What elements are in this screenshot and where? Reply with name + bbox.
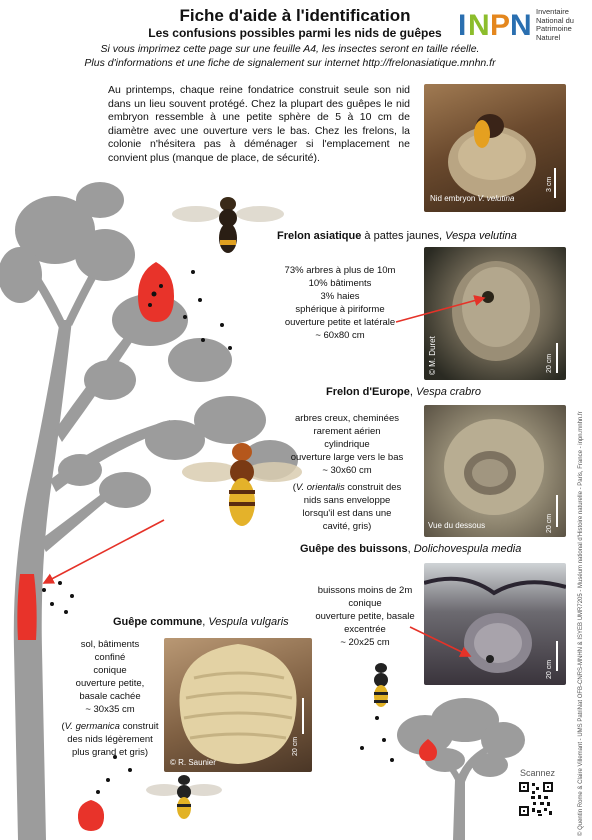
species-title-asian-hornet: Frelon asiatique à pattes jaunes, Vespa …: [277, 230, 517, 242]
asian-hornet-nest-photo: © M. Duret 20 cm: [424, 247, 566, 380]
species-title-european-hornet: Frelon d'Europe, Vespa crabro: [326, 386, 482, 398]
asian-hornet-scale-bar: [556, 343, 558, 373]
embryo-scale-bar: [554, 168, 556, 198]
inpn-logo-mark: I N P N: [458, 9, 532, 42]
page-title: Fiche d'aide à l'identification: [179, 6, 411, 25]
european-hornet-extra-note: (V. orientalis construit des nids sans e…: [292, 482, 402, 532]
common-wasp-nest-drawing: [179, 644, 297, 764]
species-description-european-hornet: arbres creux, cheminées rarement aérien …: [290, 413, 404, 532]
inpn-logo: I N P N Inventaire National du Patrimoin…: [458, 6, 586, 42]
european-hornet-nest-drawing: [444, 419, 544, 515]
inpn-logo-text: Inventaire National du Patrimoine Nature…: [536, 7, 574, 42]
common-wasp-extra-note: (V. germanica construit des nids légèrem…: [61, 721, 159, 758]
european-hornet-photo-caption: Vue du dessous: [428, 521, 486, 530]
european-hornet-scale-label: 20 cm: [546, 513, 553, 533]
page-subtitle: Les confusions possibles parmi les nids …: [148, 26, 442, 40]
embryo-nest-photo: 3 cm Nid embryon V. velutina: [424, 84, 566, 212]
common-wasp-scale-bar: [302, 698, 304, 734]
side-credit: © Quentin Rome & Claire Villemant - UMS …: [578, 411, 584, 836]
embryo-scale-label: 3 cm: [546, 176, 553, 192]
asian-hornet-nest-marker: [138, 262, 174, 322]
intro-paragraph: Au printemps, chaque reine fondatrice co…: [108, 84, 410, 164]
embryo-photo-caption: Nid embryon V. velutina: [430, 194, 515, 203]
svg-text:N: N: [468, 9, 490, 42]
bush-wasp-scale-bar: [556, 641, 558, 671]
species-description-asian-hornet: 73% arbres à plus de 10m 10% bâtiments 3…: [284, 265, 396, 341]
common-wasp-nest-marker: [77, 800, 105, 831]
bush-wasp-illustration: [374, 663, 388, 707]
asian-hornet-nest-drawing: [452, 261, 540, 361]
asian-hornet-scale-label: 20 cm: [546, 353, 553, 373]
european-hornet-nest-marker: [17, 574, 37, 640]
common-wasp-illustration: [146, 775, 222, 819]
print-note-line-2: Plus d'informations et une fiche de sign…: [84, 57, 496, 69]
scan-label: Scannez: [520, 768, 556, 778]
species-description-common-wasp: sol, bâtiments confiné conique ouverture…: [61, 639, 159, 758]
european-hornet-scale-bar: [556, 495, 558, 527]
european-hornet-nest-photo: Vue du dessous 20 cm: [424, 405, 566, 537]
svg-text:I: I: [458, 9, 466, 42]
svg-text:P: P: [490, 9, 510, 42]
bush-wasp-scale-label: 20 cm: [546, 659, 553, 679]
bush-wasp-nest-marker: [419, 739, 437, 761]
common-wasp-scale-label: 20 cm: [292, 736, 299, 756]
embryo-nest-drawing: [448, 114, 536, 198]
species-title-common-wasp: Guêpe commune, Vespula vulgaris: [113, 616, 289, 628]
tree-illustration-credit: © M. Delètre: [13, 465, 20, 505]
asian-hornet-illustration: [172, 197, 284, 253]
svg-text:N: N: [510, 9, 532, 42]
print-note-line-1: Si vous imprimez cette page sur une feui…: [100, 43, 480, 55]
common-wasp-nest-photo: © R. Saunier 20 cm: [164, 638, 312, 772]
european-hornet-illustration: [182, 443, 302, 526]
bush-wasp-nest-drawing: [424, 576, 566, 673]
bush-silhouette: [397, 698, 525, 840]
common-wasp-photo-credit: © R. Saunier: [170, 758, 216, 767]
species-description-bush-wasp: buissons moins de 2m conique ouverture p…: [315, 585, 415, 648]
species-title-bush-wasp: Guêpe des buissons, Dolichovespula media: [300, 543, 522, 555]
bush-wasp-nest-photo: 20 cm: [424, 563, 566, 685]
qr-code[interactable]: [517, 780, 555, 818]
asian-hornet-photo-credit: © M. Duret: [428, 336, 437, 375]
print-note: Si vous imprimez cette page sur une feui…: [80, 42, 500, 70]
